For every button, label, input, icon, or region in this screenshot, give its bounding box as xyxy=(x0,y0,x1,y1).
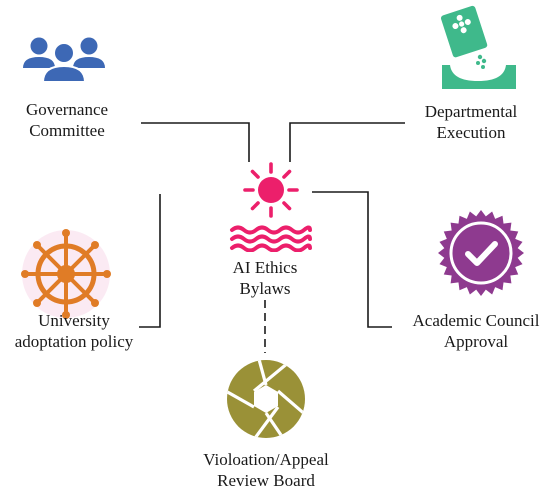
badge-checkmark-icon xyxy=(438,210,524,296)
seed-planting-icon xyxy=(440,5,516,89)
academic-label-line1: Academic Council xyxy=(412,311,540,330)
connector-governance xyxy=(141,122,250,162)
governance-label-line1: Governance xyxy=(25,100,109,119)
sun-over-water-icon xyxy=(230,162,312,252)
review-label-line2: Review Board xyxy=(217,471,315,490)
connector-academic xyxy=(312,191,392,328)
academic-label-line2: Approval xyxy=(443,332,509,351)
connector-departmental xyxy=(289,122,405,162)
governance-label: Governance Committee xyxy=(7,99,127,141)
review-label-line1: Violoation/Appeal xyxy=(203,450,329,469)
group-of-people-icon xyxy=(23,37,105,83)
connector-university xyxy=(139,194,161,328)
university-label-line1: University xyxy=(38,311,110,330)
university-label-line2: adoptation policy xyxy=(14,332,134,351)
university-label: University adoptation policy xyxy=(0,310,148,352)
departmental-label-line1: Departmental xyxy=(424,102,518,121)
center-label-line2: Bylaws xyxy=(239,279,291,298)
camera-shutter-icon xyxy=(227,360,305,438)
departmental-label-line2: Execution xyxy=(436,123,506,142)
departmental-label: Departmental Execution xyxy=(412,101,530,143)
center-label-line1: AI Ethics xyxy=(232,258,298,277)
center-label: AI Ethics Bylaws xyxy=(215,257,315,299)
ship-wheel-icon xyxy=(21,229,111,319)
governance-label-line2: Committee xyxy=(29,121,105,140)
review-label: Violoation/Appeal Review Board xyxy=(190,449,342,491)
academic-label: Academic Council Approval xyxy=(403,310,549,352)
